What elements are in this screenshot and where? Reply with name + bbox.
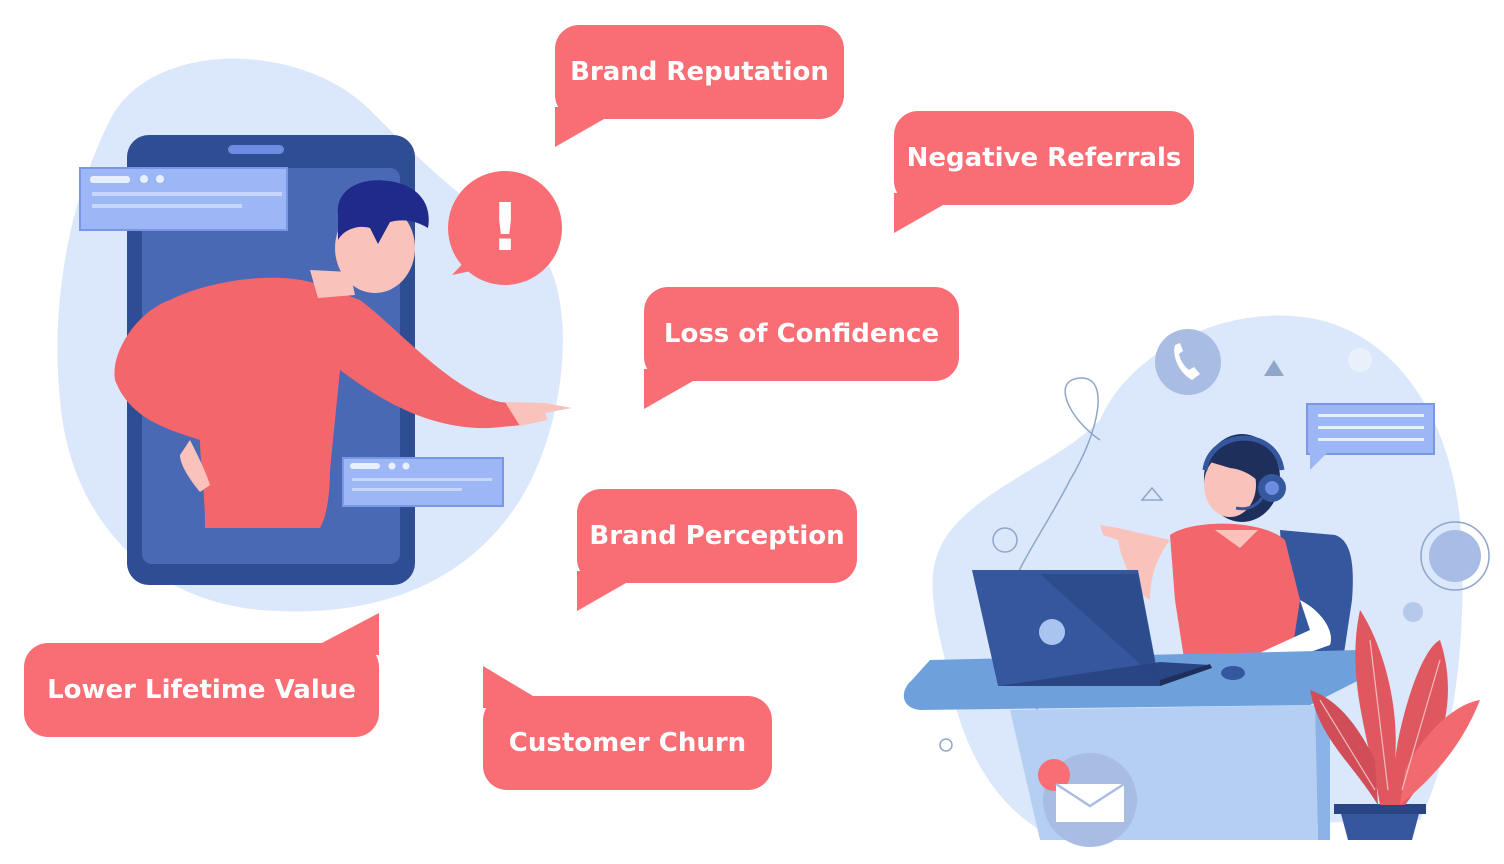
bubble-tail — [299, 613, 379, 655]
alert-bubble — [448, 171, 562, 285]
chat-icon — [1306, 403, 1435, 470]
customer-churn-label: Customer Churn — [508, 728, 747, 758]
brand-reputation-label: Brand Reputation — [570, 57, 829, 87]
bubble-tail — [644, 369, 714, 409]
customer-churn-bubble: Customer Churn — [483, 666, 772, 790]
support-agent — [1100, 434, 1331, 672]
loss-of-confidence-bubble: Loss of Confidence — [644, 287, 959, 409]
brand-perception-bubble: Brand Perception — [577, 489, 857, 611]
loss-of-confidence-label: Loss of Confidence — [663, 319, 940, 349]
bubble-tail — [577, 571, 647, 611]
negative-referrals-bubble: Negative Referrals — [894, 111, 1194, 233]
lower-lifetime-value-label: Lower Lifetime Value — [47, 675, 356, 705]
exclamation-icon: ! — [489, 189, 521, 266]
brand-perception-label: Brand Perception — [589, 521, 845, 551]
man-figure — [114, 180, 572, 528]
brand-reputation-bubble: Brand Reputation — [555, 25, 844, 147]
laptop — [972, 570, 1212, 686]
potted-plant — [1310, 610, 1480, 840]
bubble-tail — [555, 107, 625, 147]
phone-icon — [1155, 329, 1221, 395]
mail-icon — [1038, 753, 1137, 847]
bubble-tail — [894, 193, 964, 233]
negative-referrals-label: Negative Referrals — [906, 143, 1182, 173]
ui-card-bottom — [342, 457, 504, 507]
ui-card-top — [79, 167, 288, 231]
bubble-tail — [483, 666, 553, 708]
lower-lifetime-value-bubble: Lower Lifetime Value — [24, 613, 379, 737]
